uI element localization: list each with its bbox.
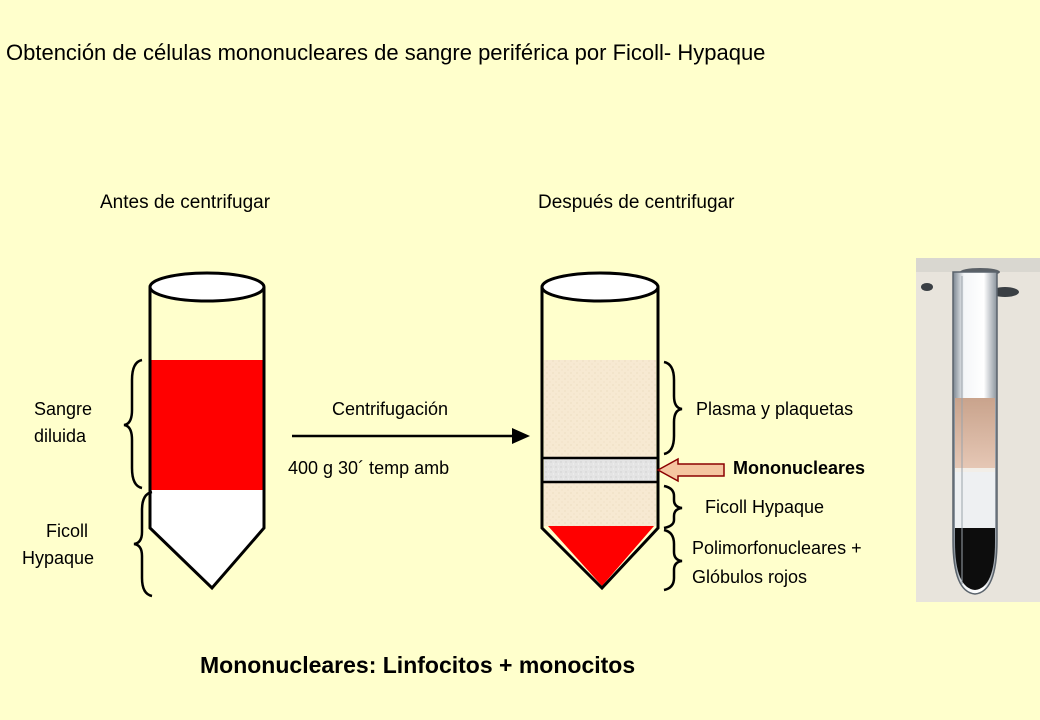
brace-pellet	[663, 528, 683, 592]
plasma-layer	[544, 360, 656, 458]
label-blood-line1: Sangre	[34, 399, 93, 419]
label-ficoll-line1: Ficoll	[46, 521, 89, 541]
brace-blood	[123, 358, 143, 490]
summary-text: Mononucleares: Linfocitos + monocitos	[200, 652, 636, 678]
tube-outline	[540, 287, 660, 591]
label-plasma: Plasma y plaquetas	[696, 399, 854, 419]
label-mononuclear: Mononucleares	[733, 458, 866, 478]
label-ficoll-after: Ficoll Hypaque	[705, 497, 825, 517]
after-heading: Después de centrifugar	[538, 192, 735, 213]
tube-after	[540, 271, 660, 591]
brace-ficoll	[133, 490, 153, 598]
mononuclear-pointer-arrow	[656, 457, 725, 483]
centrifugation-conditions: 400 g 30´ temp amb	[288, 458, 450, 478]
centrifugation-arrow	[292, 428, 530, 444]
label-bottom-line2: Glóbulos rojos	[692, 567, 808, 587]
tube-before	[148, 271, 266, 591]
pellet-layer	[548, 526, 654, 586]
centrifugation-label: Centrifugación	[332, 399, 449, 419]
ficoll-layer-after	[544, 482, 656, 526]
before-heading: Antes de centrifugar	[100, 192, 271, 213]
mononuclear-layer	[544, 458, 656, 482]
tube-opening	[148, 271, 266, 303]
page-title: Obtención de células mononucleares de sa…	[6, 40, 766, 65]
label-blood-line2: diluida	[34, 426, 87, 446]
tube-opening	[540, 271, 660, 303]
tube-outline	[148, 287, 266, 591]
tube-photo	[916, 258, 1040, 602]
ficoll-layer	[151, 490, 263, 588]
label-bottom-line1: Polimorfonucleares +	[692, 538, 862, 558]
brace-plasma	[663, 360, 683, 456]
label-ficoll-line2: Hypaque	[22, 548, 95, 568]
blood-layer	[151, 360, 263, 490]
brace-ficoll-after	[663, 484, 683, 530]
